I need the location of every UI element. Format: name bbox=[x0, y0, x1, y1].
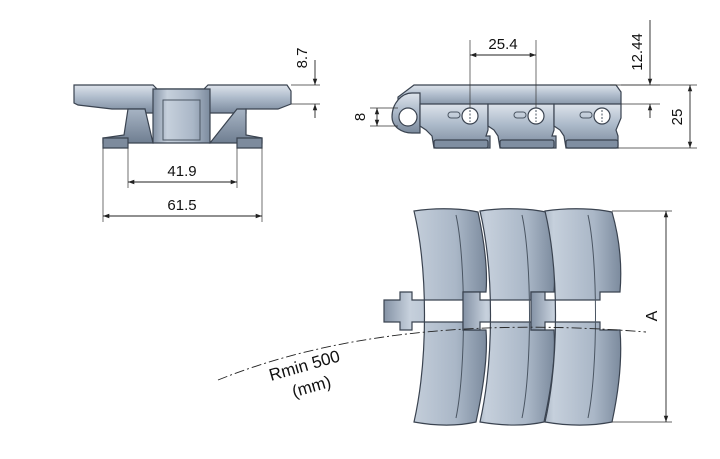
front-view-dim-top: 12.44 bbox=[629, 33, 646, 71]
pin-hole-icon bbox=[398, 107, 418, 127]
front-view: 25.4 12.44 8 25 bbox=[352, 20, 697, 149]
side-view-dim-inner-width: 41.9 bbox=[167, 163, 196, 180]
top-view-link-3 bbox=[530, 208, 622, 426]
side-view-center-hub bbox=[152, 88, 211, 144]
side-view-dim-height: 8.7 bbox=[294, 48, 311, 69]
top-view: Rmin 500 (mm) A bbox=[217, 208, 672, 426]
front-view-dim-pin: 8 bbox=[352, 113, 369, 121]
radius-centerline bbox=[217, 326, 647, 381]
side-view: 8.7 41.9 61.5 bbox=[73, 48, 320, 222]
front-view-dim-height: 25 bbox=[669, 109, 686, 126]
side-view-dim-outer-width: 61.5 bbox=[167, 197, 196, 214]
front-view-dim-pitch: 25.4 bbox=[488, 36, 517, 53]
top-view-dim-a: A bbox=[644, 310, 661, 321]
